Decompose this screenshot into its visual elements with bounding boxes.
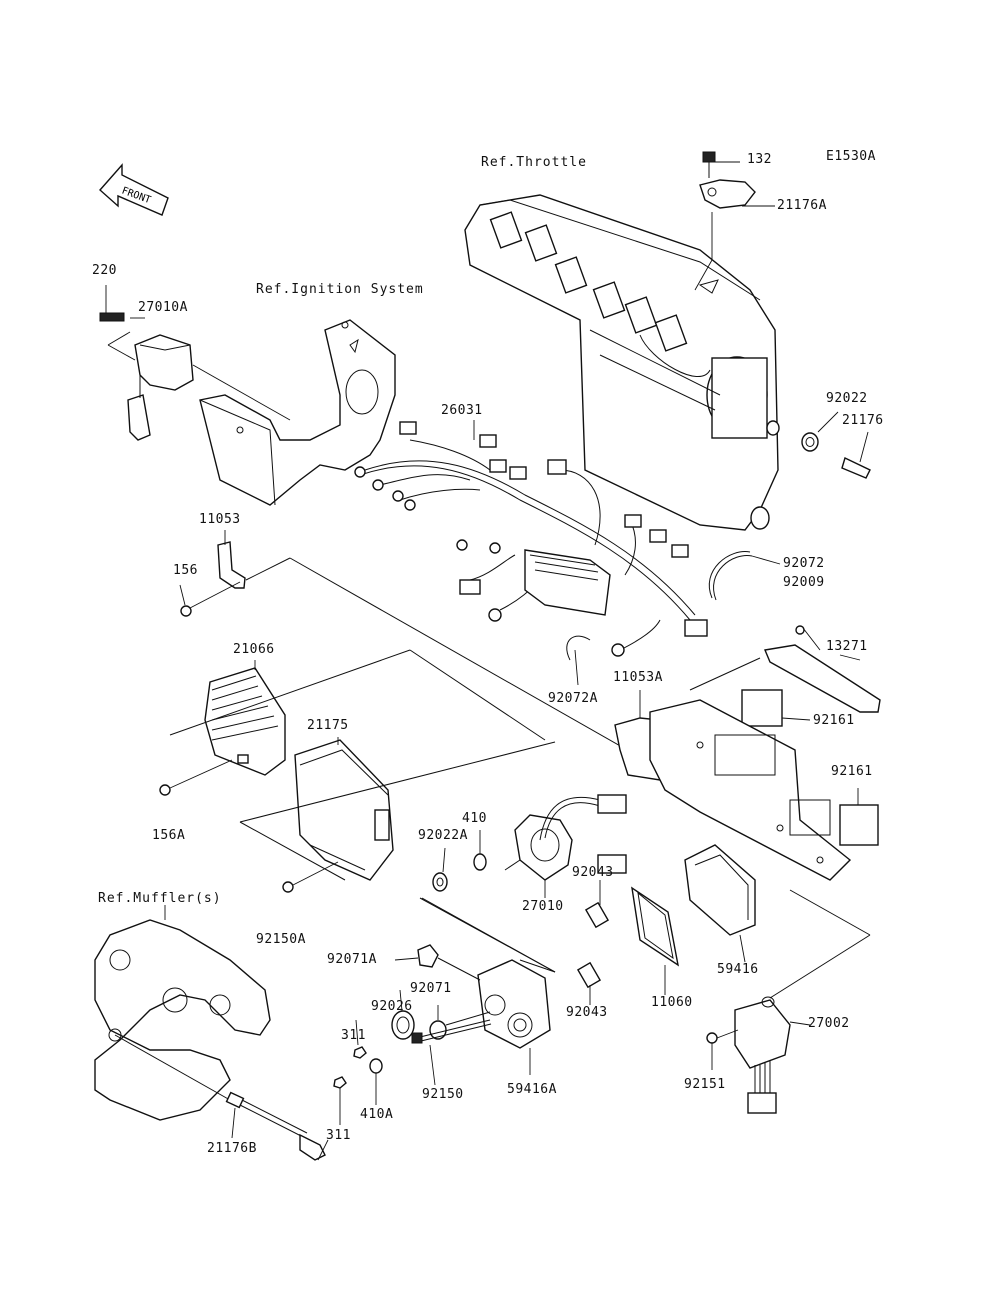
part-label-11060: 11060: [651, 995, 693, 1010]
sensor-27010: [504, 794, 627, 898]
part-label-21176B: 21176B: [207, 1141, 257, 1156]
part-label-92072: 92072: [783, 556, 825, 571]
part-label-27010A: 27010A: [138, 300, 188, 315]
nut-311-a: [353, 1019, 367, 1059]
part-label-92043-b: 92043: [566, 1005, 608, 1020]
part-label-11053: 11053: [199, 512, 241, 527]
clip-92072A: [566, 635, 591, 686]
part-label-220: 220: [92, 263, 117, 278]
ref-ignition: Ref.Ignition System: [256, 282, 424, 297]
part-label-311-b: 311: [326, 1128, 351, 1143]
part-label-27002: 27002: [808, 1016, 850, 1031]
fuse-92161-right: [839, 788, 879, 846]
part-label-156A: 156A: [152, 828, 186, 843]
mounting-plate: [649, 699, 852, 881]
seal-92026: [391, 989, 415, 1040]
part-label-21175: 21175: [307, 718, 349, 733]
throttle-body: [464, 194, 780, 531]
part-label-92022A: 92022A: [418, 828, 468, 843]
washer-410A: [369, 1058, 383, 1105]
ref-muffler: Ref.Muffler(s): [98, 891, 222, 906]
part-label-92161-upper: 92161: [813, 713, 855, 728]
cover-59416: [684, 844, 871, 963]
bolt-92150: [411, 1019, 492, 1086]
front-arrow-icon: FRONT: [99, 163, 169, 216]
part-label-92009: 92009: [783, 575, 825, 590]
part-label-59416: 59416: [717, 962, 759, 977]
bracket-13271: [689, 625, 881, 713]
sensor-21176: [801, 411, 871, 479]
part-label-92151: 92151: [684, 1077, 726, 1092]
ignition-bracket: [199, 319, 396, 506]
sensor-27002: [706, 934, 871, 1114]
nut-311-b: [333, 1076, 347, 1125]
muffler-reference: [94, 905, 271, 1121]
part-label-92043-a: 92043: [572, 865, 614, 880]
gasket-11060: [631, 886, 679, 995]
ref-throttle: Ref.Throttle: [481, 155, 587, 170]
relay-27010A: [99, 285, 291, 441]
part-label-92022: 92022: [826, 391, 868, 406]
part-label-26031: 26031: [441, 403, 483, 418]
ecu-21175: [239, 737, 556, 893]
wiring-harness: [354, 420, 708, 657]
part-label-92150: 92150: [422, 1087, 464, 1102]
sensor-21176B: [114, 1034, 329, 1161]
part-label-156: 156: [173, 563, 198, 578]
part-label-410: 410: [462, 811, 487, 826]
fuse-92161-upper: [741, 689, 811, 727]
part-label-92071: 92071: [410, 981, 452, 996]
part-label-21176: 21176: [842, 413, 884, 428]
grommet-92071: [429, 1005, 491, 1040]
part-label-132: 132: [747, 152, 772, 167]
clamp-92072: [708, 551, 781, 601]
cover-59416A: [477, 959, 556, 1075]
clip-92071A: [394, 944, 481, 981]
part-label-27010: 27010: [522, 899, 564, 914]
diagram-id: E1530A: [826, 149, 876, 164]
part-label-13271: 13271: [826, 639, 868, 654]
sensor-21176A: [694, 151, 775, 291]
part-label-410A: 410A: [360, 1107, 394, 1122]
pin-92043-b: [576, 961, 602, 1005]
part-label-11053A: 11053A: [613, 670, 663, 685]
part-label-21066: 21066: [233, 642, 275, 657]
part-label-21176A: 21176A: [777, 198, 827, 213]
part-label-59416A: 59416A: [507, 1082, 557, 1097]
part-label-92072A: 92072A: [548, 691, 598, 706]
pin-92043-a: [584, 880, 610, 929]
part-label-92071A: 92071A: [327, 952, 377, 967]
part-label-92150A: 92150A: [256, 932, 306, 947]
part-label-92026: 92026: [371, 999, 413, 1014]
part-label-92161-right: 92161: [831, 764, 873, 779]
regulator-21066: [159, 649, 546, 796]
bracket-11053: [179, 530, 681, 781]
part-label-311-a: 311: [341, 1028, 366, 1043]
guide-line: [419, 897, 556, 973]
